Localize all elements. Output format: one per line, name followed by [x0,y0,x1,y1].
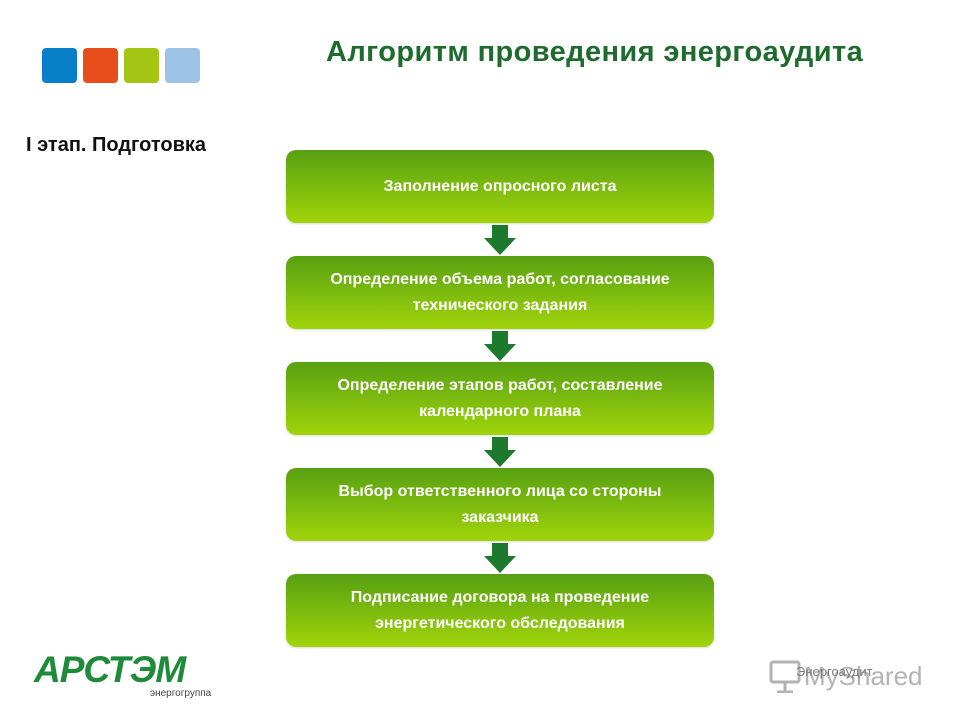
step-label-5: Подписание договора на проведение энерге… [350,588,650,632]
step-label-4: Выбор ответственного лица со стороны зак… [338,482,662,526]
presentation-icon [769,660,801,693]
step-box-4: Выбор ответственного лица со стороны зак… [286,468,714,541]
step-box-3: Определение этапов работ, составление ка… [286,362,714,435]
step-box-1: Заполнение опросного листа [286,150,714,223]
down-arrow-icon [484,331,516,361]
down-arrow-icon [484,437,516,467]
logo-square-3 [124,48,159,83]
step-box-2: Определение объема работ, согласование т… [286,256,714,329]
down-arrow-icon [484,543,516,573]
step-label-1: Заполнение опросного листа [383,177,617,195]
step-box-5: Подписание договора на проведение энерге… [286,574,714,647]
brand-logo: АРСТЭМ [34,649,186,690]
stage-title: I этап. Подготовка [26,134,206,156]
down-arrow-icon [484,225,516,255]
footer-text: Энергоаудит [796,664,873,679]
logo-square-4 [165,48,200,83]
watermark: MyShared [768,658,923,694]
step-label-2: Определение объема работ, согласование т… [330,270,670,314]
page-title: Алгоритм проведения энергоаудита [326,36,864,68]
brand-subtitle: энергогруппа [150,688,212,699]
step-label-3: Определение этапов работ, составление ка… [337,376,663,420]
logo-squares [42,48,200,83]
watermark-text: MyShared [804,660,923,691]
logo-square-1 [42,48,77,83]
logo-square-2 [83,48,118,83]
